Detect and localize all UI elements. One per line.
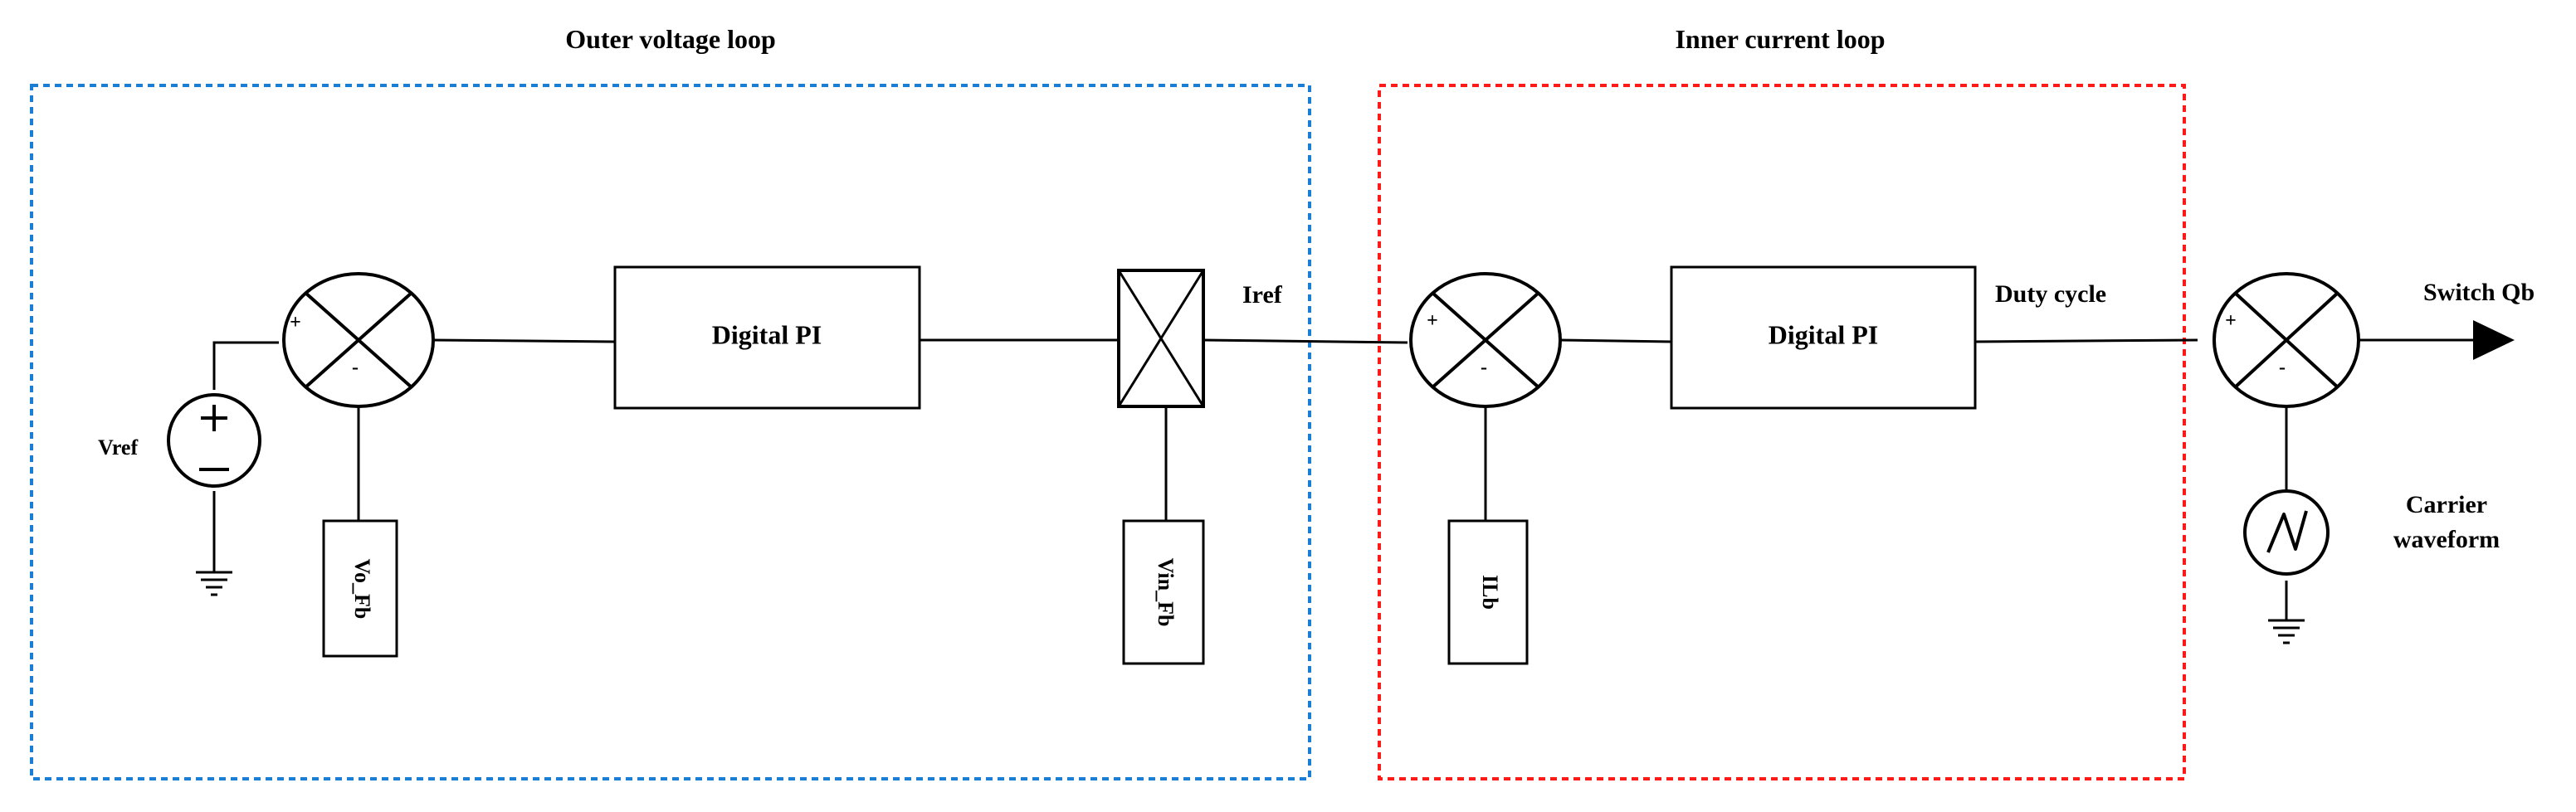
vo-fb-label: Vo_Fb (350, 559, 374, 620)
switch-qb-label: Switch Qb (2423, 279, 2535, 306)
carrier-label-line1: Carrier (2406, 491, 2487, 518)
wire-iref (1203, 338, 1408, 344)
duty-cycle-label: Duty cycle (1995, 280, 2106, 308)
ilb-label: ILb (1478, 575, 1502, 610)
summing-junction-outer (282, 272, 435, 408)
carrier-label-line2: waveform (2393, 526, 2500, 553)
inner-loop-title: Inner current loop (1675, 24, 1885, 54)
dc-voltage-source-icon (167, 393, 261, 488)
outer-voltage-loop-boundary (30, 84, 1311, 780)
sum3-minus-sign: - (2279, 357, 2286, 378)
digital-pi-inner-label: Digital PI (1769, 319, 1878, 349)
summing-junction-inner (1409, 272, 1562, 408)
outer-loop-title: Outer voltage loop (565, 24, 776, 54)
sum1-plus-sign: + (290, 312, 301, 333)
inner-current-loop-boundary (1378, 84, 2186, 780)
multiplier-icon (1117, 269, 1205, 408)
vref-label: Vref (98, 435, 138, 459)
digital-pi-inner-block (1670, 265, 1977, 410)
digital-pi-outer-label: Digital PI (712, 319, 822, 349)
wire-duty-cycle (1974, 338, 2198, 343)
sum2-minus-sign: - (1481, 357, 1487, 378)
sum3-plus-sign: + (2225, 310, 2237, 332)
sum2-plus-sign: + (1427, 310, 1438, 332)
output-arrow-icon (2473, 320, 2515, 360)
digital-pi-outer-block (613, 265, 921, 410)
ground-icon (2268, 619, 2305, 644)
vin-fb-label: Vin_Fb (1154, 558, 1178, 627)
ilb-block (1447, 519, 1529, 665)
wire-vref-to-sum1 (212, 341, 279, 390)
wire-sum1-to-pi (432, 338, 616, 343)
wire-sum2-to-pi (1559, 338, 1672, 343)
summing-junction-pwm (2213, 272, 2360, 408)
vin-fb-block (1122, 519, 1205, 665)
vo-fb-block (322, 519, 398, 658)
ac-carrier-source-icon (2243, 489, 2330, 576)
sum1-minus-sign: - (352, 357, 359, 378)
ground-icon (196, 571, 232, 596)
iref-label: Iref (1242, 281, 1283, 309)
